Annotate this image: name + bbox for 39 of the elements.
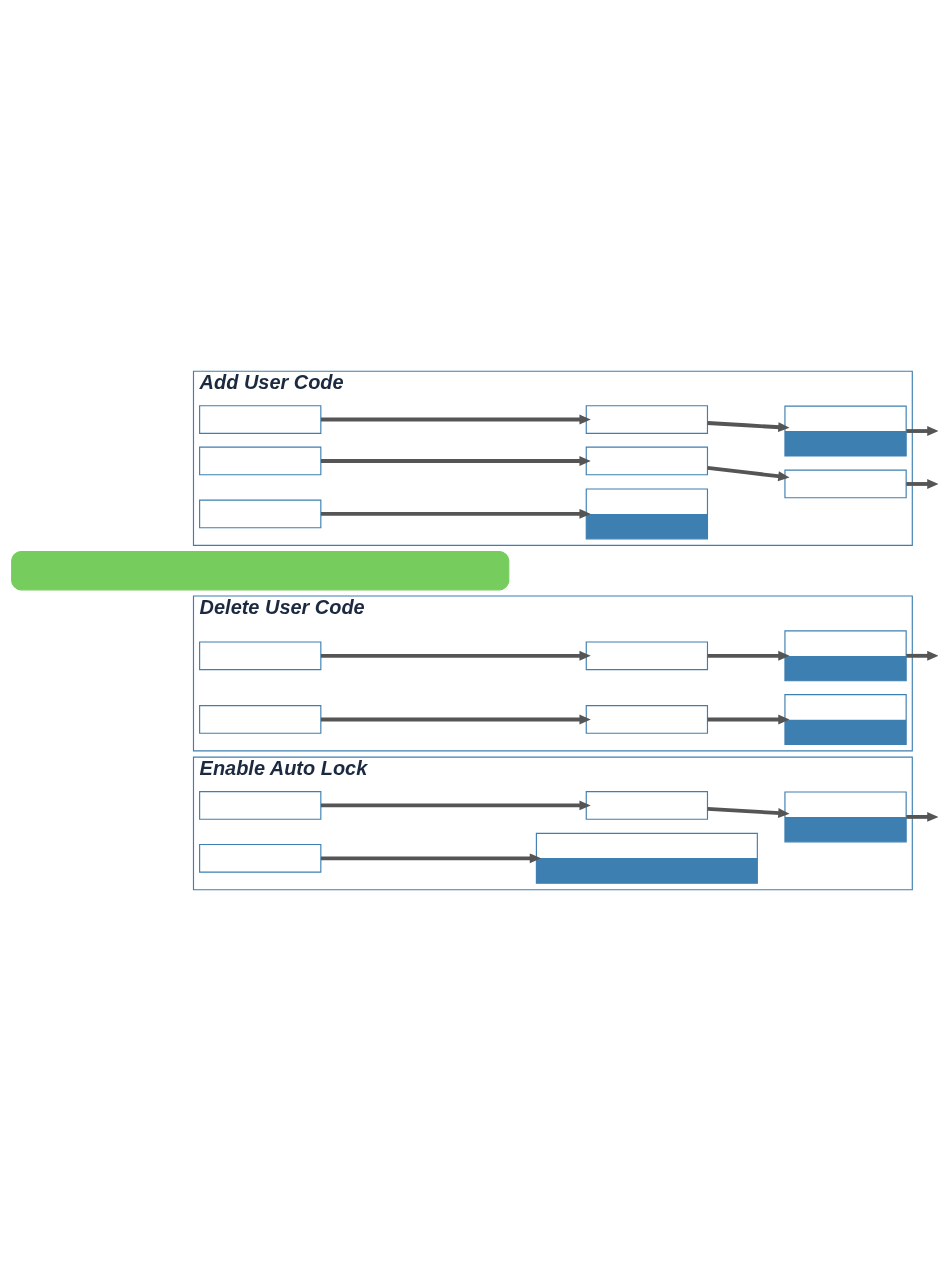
node-box — [585, 791, 709, 820]
node-box — [585, 446, 709, 476]
arrow — [707, 650, 790, 661]
arrow — [906, 811, 938, 822]
node-box — [585, 705, 709, 734]
node-box — [585, 488, 709, 540]
arrow — [707, 714, 790, 725]
node-box — [585, 405, 709, 434]
cluster: Enable Auto Lock — [192, 756, 913, 891]
node-box — [784, 469, 907, 499]
arrow — [320, 853, 542, 864]
node-box — [784, 694, 907, 745]
node-box — [199, 446, 322, 476]
arrow — [320, 800, 591, 811]
arrow — [906, 426, 938, 436]
arrow — [320, 414, 591, 425]
node-box — [199, 791, 322, 820]
cluster: Delete User Code — [192, 595, 913, 752]
node-box — [199, 641, 322, 671]
arrow — [707, 807, 790, 818]
node-box — [199, 405, 322, 434]
node-box — [535, 832, 758, 884]
node-box — [784, 630, 907, 682]
arrow — [707, 466, 790, 482]
arrow — [906, 650, 938, 661]
cluster: Add User Code — [192, 370, 913, 546]
arrow — [320, 714, 591, 725]
node-box — [11, 550, 510, 591]
node-box — [199, 843, 322, 873]
node-box — [199, 499, 322, 529]
arrow — [320, 650, 591, 661]
arrow — [320, 508, 591, 519]
arrow — [906, 479, 938, 489]
node-box — [784, 791, 907, 843]
node-box — [585, 641, 709, 671]
node-box — [199, 705, 322, 734]
arrow — [707, 421, 790, 433]
arrow — [320, 456, 591, 466]
node-box — [784, 405, 907, 457]
